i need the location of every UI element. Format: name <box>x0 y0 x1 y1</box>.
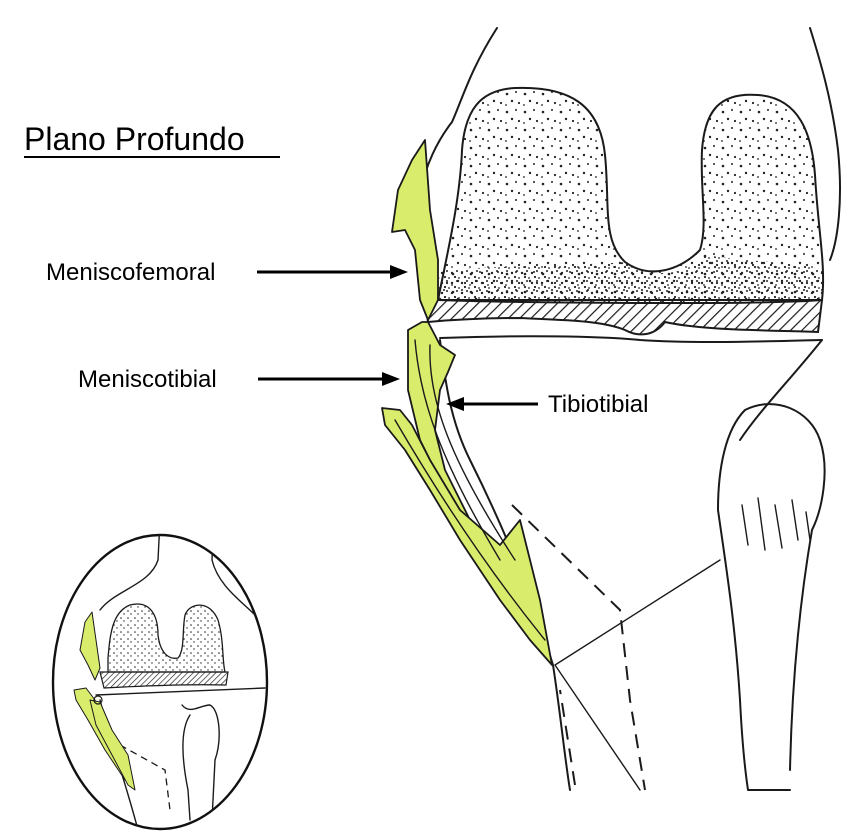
inset-meniscus <box>100 672 228 688</box>
fibula <box>718 404 825 790</box>
inset-ligament-upper <box>80 612 100 680</box>
dashed-structure <box>512 505 645 790</box>
inset-tibia-line <box>96 688 265 695</box>
inset-fibula <box>183 715 190 820</box>
inset-overview <box>53 476 267 830</box>
meniscotibial-label: Meniscotibial <box>78 366 217 393</box>
callout-meniscofemoral: Meniscofemoral <box>46 259 408 286</box>
meniscus <box>425 300 822 334</box>
tibiotibial-ligament <box>382 408 552 665</box>
fibula-striations <box>742 498 810 550</box>
dashed-structure-2 <box>555 560 720 790</box>
meniscotibial-arrowhead <box>382 372 400 386</box>
inset-condyles <box>108 604 225 672</box>
page-title: Plano Profundo <box>24 121 245 157</box>
callout-tibiotibial: Tibiotibial <box>446 391 649 418</box>
inset-femur <box>100 478 255 615</box>
meniscofemoral-arrowhead <box>390 265 408 279</box>
meniscofemoral-ligament <box>392 140 438 320</box>
tibial-plateau-line <box>440 336 822 342</box>
callout-meniscotibial: Meniscotibial <box>78 366 400 393</box>
inset-femur-top <box>160 476 216 484</box>
meniscofemoral-label: Meniscofemoral <box>46 259 215 286</box>
inset-ligament-long <box>90 700 135 790</box>
tibiotibial-label: Tibiotibial <box>548 391 649 418</box>
